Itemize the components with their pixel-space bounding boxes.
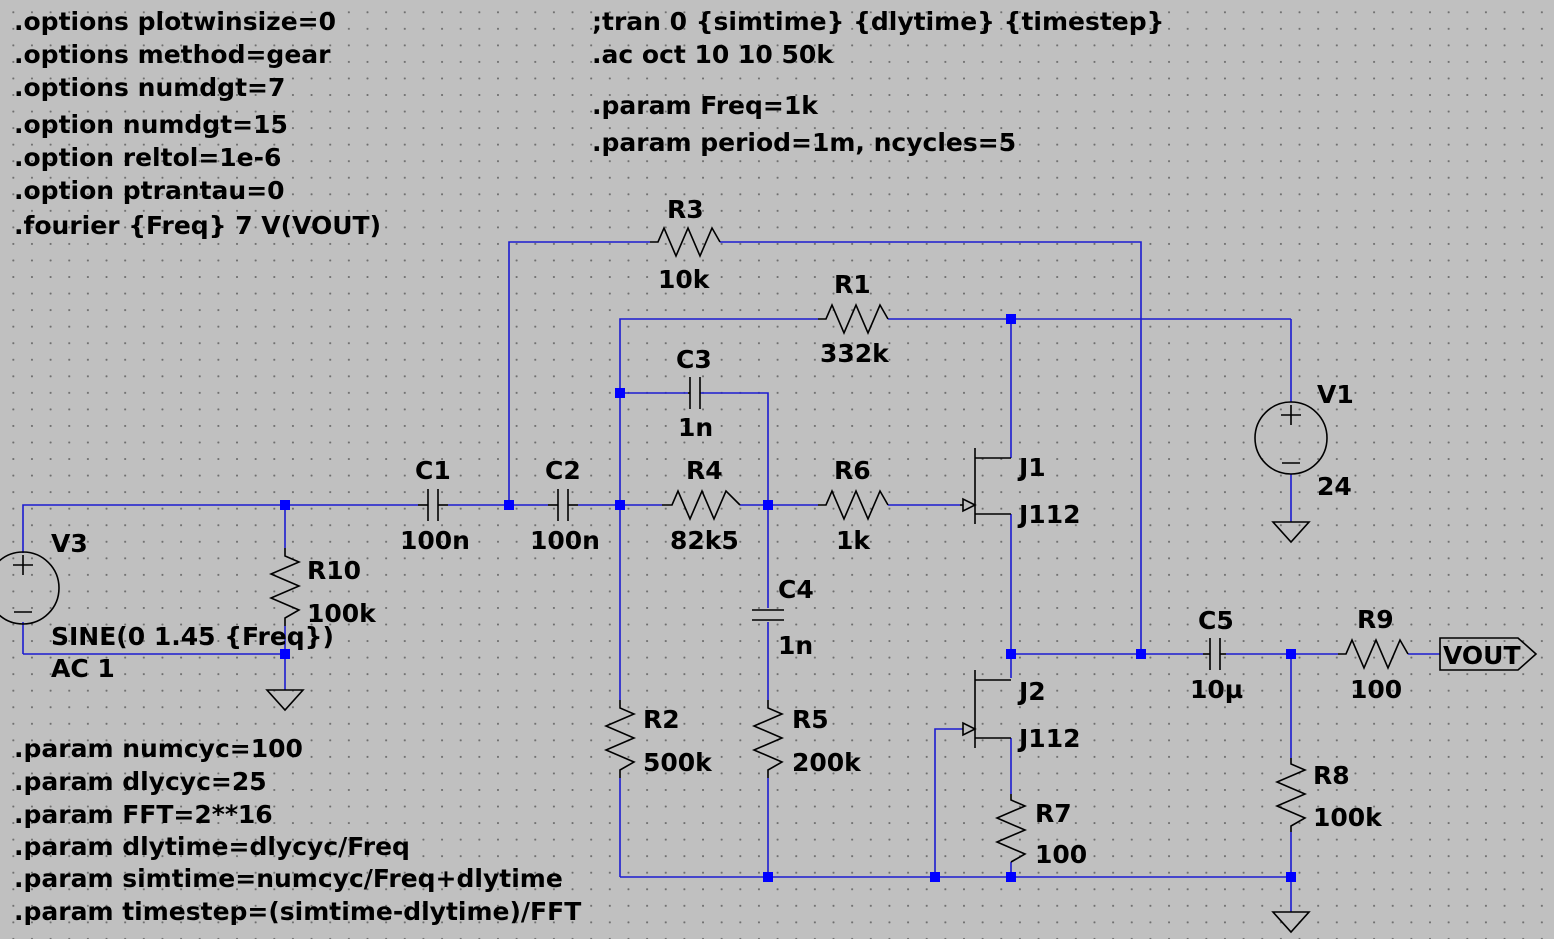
r8-value: 100k (1313, 803, 1383, 832)
svg-text:.param timestep=(simtime-dlyti: .param timestep=(simtime-dlytime)/FFT (14, 897, 581, 926)
r10-value: 100k (307, 599, 377, 628)
svg-text:.param FFT=2**16: .param FFT=2**16 (14, 800, 273, 829)
c4-name: C4 (778, 575, 814, 604)
voltage-source-v3-symbol[interactable] (0, 551, 60, 625)
svg-text:;tran 0 {simtime} {dlytime} {t: ;tran 0 {simtime} {dlytime} {timestep} (592, 7, 1164, 36)
v1-name: V1 (1317, 380, 1354, 409)
c2-name: C2 (545, 456, 581, 485)
svg-text:.option numdgt=15: .option numdgt=15 (14, 110, 288, 139)
wires (22, 241, 1440, 912)
net-label-vout[interactable]: VOUT (1439, 637, 1538, 671)
svg-text:.option ptrantau=0: .option ptrantau=0 (14, 176, 285, 205)
r7-name: R7 (1035, 799, 1072, 828)
r10-name: R10 (307, 556, 361, 585)
r7-value: 100 (1035, 840, 1087, 869)
svg-text:.option reltol=1e-6: .option reltol=1e-6 (14, 143, 281, 172)
svg-text:.options numdgt=7: .options numdgt=7 (14, 73, 285, 102)
r8-name: R8 (1313, 761, 1350, 790)
capacitor-c5-symbol[interactable] (1203, 638, 1226, 670)
c4-value: 1n (778, 631, 813, 660)
resistor-r10-symbol[interactable] (268, 548, 302, 626)
r9-value: 100 (1350, 675, 1402, 704)
svg-text:.param dlytime=dlycyc/Freq: .param dlytime=dlycyc/Freq (14, 832, 410, 861)
resistor-r4-symbol[interactable] (662, 488, 741, 522)
c1-name: C1 (415, 456, 451, 485)
v3-value: SINE(0 1.45 {Freq}) (51, 622, 334, 651)
resistor-r6-symbol[interactable] (818, 488, 889, 522)
r4-value: 82k5 (670, 526, 739, 555)
r5-value: 200k (792, 748, 862, 777)
svg-text:VOUT: VOUT (1443, 641, 1521, 670)
capacitor-c3-symbol[interactable] (688, 377, 701, 409)
resistor-r9-symbol[interactable] (1338, 637, 1409, 671)
v3-name: V3 (51, 529, 88, 558)
resistor-r1-symbol[interactable] (818, 302, 889, 336)
capacitor-c4-symbol[interactable] (752, 609, 784, 621)
c5-name: C5 (1198, 606, 1234, 635)
voltage-source-v1-symbol[interactable] (1254, 401, 1328, 475)
component-labels: R3 10k R1 332k C3 1n C1 100n C2 100n R4 … (51, 195, 1402, 869)
j2-value: J112 (1017, 724, 1081, 753)
r2-value: 500k (643, 748, 713, 777)
c5-value: 10µ (1190, 675, 1243, 704)
spice-directives-top-left[interactable]: .options plotwinsize=0 .options method=g… (14, 7, 381, 240)
ground-symbol (265, 689, 305, 712)
c2-value: 100n (530, 526, 600, 555)
svg-text:.options method=gear: .options method=gear (14, 40, 331, 69)
r3-name: R3 (667, 195, 704, 224)
svg-text:.fourier {Freq} 7 V(VOUT): .fourier {Freq} 7 V(VOUT) (14, 211, 381, 240)
svg-text:.param Freq=1k: .param Freq=1k (592, 91, 819, 120)
resistor-r2-symbol[interactable] (603, 700, 637, 778)
resistor-r7-symbol[interactable] (994, 794, 1028, 863)
junction-nodes (280, 314, 1296, 882)
j2-name: J2 (1017, 677, 1046, 706)
j1-value: J112 (1017, 500, 1081, 529)
svg-text:.param simtime=numcyc/Freq+dly: .param simtime=numcyc/Freq+dlytime (14, 864, 563, 893)
svg-text:.param period=1m, ncycles=5: .param period=1m, ncycles=5 (592, 128, 1016, 157)
capacitor-c2-symbol[interactable] (548, 489, 578, 521)
r1-value: 332k (820, 339, 890, 368)
j1-name: J1 (1017, 453, 1046, 482)
v1-value: 24 (1317, 472, 1352, 501)
ground-symbol (1271, 911, 1311, 934)
svg-text:.ac oct 10 10 50k: .ac oct 10 10 50k (592, 40, 834, 69)
ground-symbol (1271, 521, 1311, 544)
svg-text:.param numcyc=100: .param numcyc=100 (14, 734, 303, 763)
r3-value: 10k (658, 265, 711, 294)
c3-name: C3 (676, 345, 712, 374)
r2-name: R2 (643, 705, 680, 734)
c1-value: 100n (400, 526, 470, 555)
r6-value: 1k (836, 526, 871, 555)
spice-directives-bottom-left[interactable]: .param numcyc=100 .param dlycyc=25 .para… (14, 734, 581, 926)
v3-value2: AC 1 (51, 654, 115, 683)
jfet-j2-symbol[interactable] (962, 670, 1011, 748)
resistor-r3-symbol[interactable] (650, 225, 721, 259)
r1-name: R1 (834, 270, 871, 299)
svg-text:.options plotwinsize=0: .options plotwinsize=0 (14, 7, 336, 36)
spice-directives-top[interactable]: ;tran 0 {simtime} {dlytime} {timestep} .… (592, 7, 1164, 157)
capacitor-c1-symbol[interactable] (418, 489, 448, 521)
resistor-r5-symbol[interactable] (751, 700, 785, 778)
r6-name: R6 (834, 456, 871, 485)
r4-name: R4 (686, 456, 723, 485)
r9-name: R9 (1357, 605, 1394, 634)
c3-value: 1n (678, 413, 713, 442)
r5-name: R5 (792, 705, 829, 734)
svg-text:.param dlycyc=25: .param dlycyc=25 (14, 767, 267, 796)
jfet-j1-symbol[interactable] (960, 448, 1011, 524)
resistor-r8-symbol[interactable] (1274, 758, 1308, 832)
